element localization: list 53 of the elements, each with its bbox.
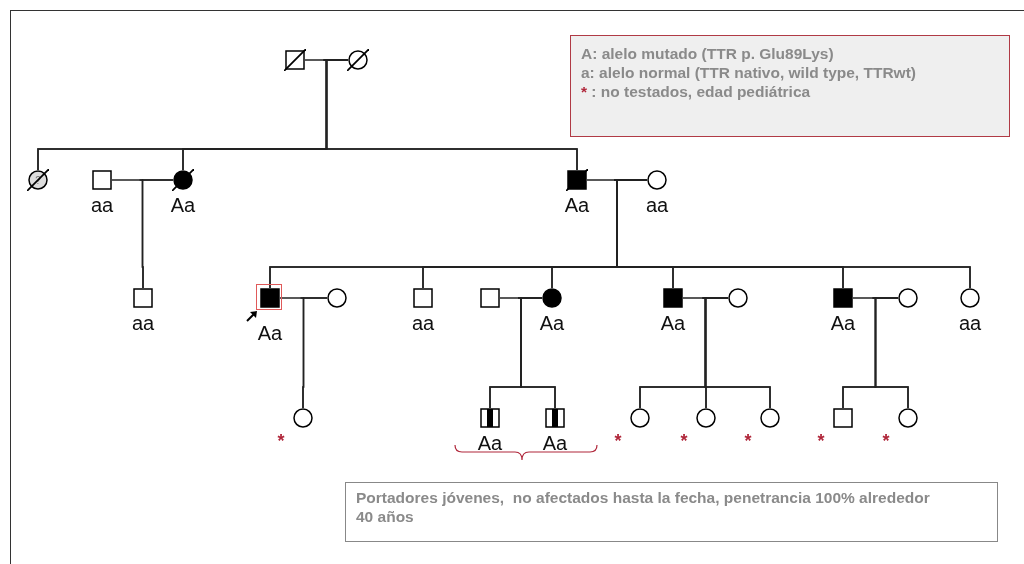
pedigree-line: [499, 297, 543, 299]
genotype-label: Aa: [539, 312, 565, 334]
female-symbol: [727, 287, 749, 309]
male-affected-symbol: [832, 287, 854, 309]
genotype-label: aa: [131, 312, 155, 334]
female-symbol: [326, 287, 348, 309]
male-symbol: [832, 407, 854, 429]
female-affected-symbol: [541, 287, 563, 309]
male-affected-symbol: [662, 287, 684, 309]
pedigree-line: [279, 297, 328, 299]
pedigree-line: [586, 179, 648, 181]
genotype-label: Aa: [660, 312, 686, 334]
female-symbol: [292, 407, 314, 429]
male-deceased-symbol: [284, 49, 306, 71]
asterisk-mark: *: [680, 430, 688, 452]
pedigree-line: [111, 179, 174, 181]
female-affected-deceased-symbol: [172, 169, 194, 191]
male-symbol: [91, 169, 113, 191]
female-deceased-symbol: [347, 49, 369, 71]
female-symbol: [897, 407, 919, 429]
pedigree-line: [682, 297, 729, 299]
genotype-label: aa: [645, 194, 669, 216]
male-symbol: [479, 287, 501, 309]
female-symbol: [695, 407, 717, 429]
genotype-label: aa: [411, 312, 435, 334]
asterisk-mark: *: [882, 430, 890, 452]
male-affected-deceased-symbol: [566, 169, 588, 191]
male-carrier-symbol: [544, 407, 566, 429]
genotype-label: Aa: [477, 432, 503, 454]
genotype-label: aa: [958, 312, 982, 334]
genotype-label: aa: [90, 194, 114, 216]
male-carrier-symbol: [479, 407, 501, 429]
female-symbol: [959, 287, 981, 309]
genotype-label: Aa: [542, 432, 568, 454]
female-symbol: [759, 407, 781, 429]
male-symbol: [412, 287, 434, 309]
genotype-label: Aa: [564, 194, 590, 216]
genotype-label: Aa: [830, 312, 856, 334]
asterisk-mark: *: [277, 430, 285, 452]
male-symbol: [132, 287, 154, 309]
note-box: Portadores jóvenes, no afectados hasta la fecha, penetrancia 100% alrededor 40 años: [345, 482, 998, 542]
pedigree-line: [852, 297, 899, 299]
asterisk-mark: *: [817, 430, 825, 452]
legend-text: * : no testados, edad pediátrica: [581, 82, 812, 101]
female-symbol: [646, 169, 668, 191]
female-symbol: [897, 287, 919, 309]
genotype-label: Aa: [257, 322, 283, 344]
legend-text: a: alelo normal (TTR nativo, wild type, TTRwt): [581, 63, 917, 82]
asterisk-mark: *: [614, 430, 622, 452]
genotype-label: Aa: [170, 194, 196, 216]
asterisk-mark: *: [744, 430, 752, 452]
legend-text: A: alelo mutado (TTR p. Glu89Lys): [581, 44, 835, 63]
female-symbol: [629, 407, 651, 429]
